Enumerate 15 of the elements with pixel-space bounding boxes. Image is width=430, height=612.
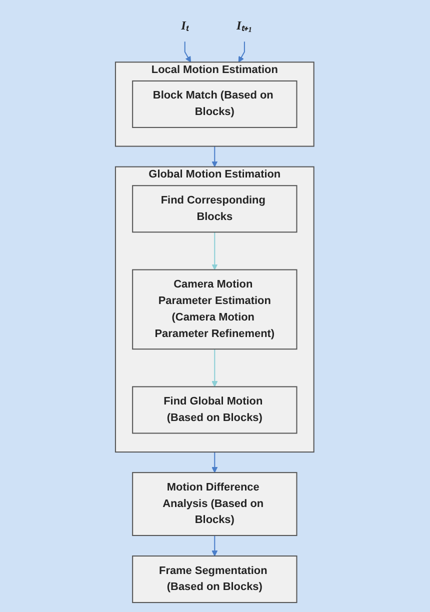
node-box: Frame Segmentation (Based on Blocks): [132, 556, 298, 604]
node-text: Iₜ₊₁: [236, 18, 253, 32]
node-box: Camera Motion Parameter Estimation (Camera Motion Parameter Refinement): [132, 269, 298, 350]
arrow: [212, 232, 218, 270]
arrow: [212, 146, 218, 168]
arrow: [238, 42, 246, 62]
arrow: [212, 536, 218, 556]
node-box: Motion Difference Analysis (Based on Blocks): [132, 472, 298, 536]
arrow: [212, 349, 218, 387]
arrow: [212, 452, 218, 473]
node-box: Block Match (Based on Blocks): [132, 80, 298, 128]
node-text: Iₜ: [181, 18, 189, 32]
node-box: Find Global Motion (Based on Blocks): [132, 386, 298, 434]
arrow: [184, 42, 192, 62]
node-box: Find Corresponding Blocks: [132, 185, 298, 233]
